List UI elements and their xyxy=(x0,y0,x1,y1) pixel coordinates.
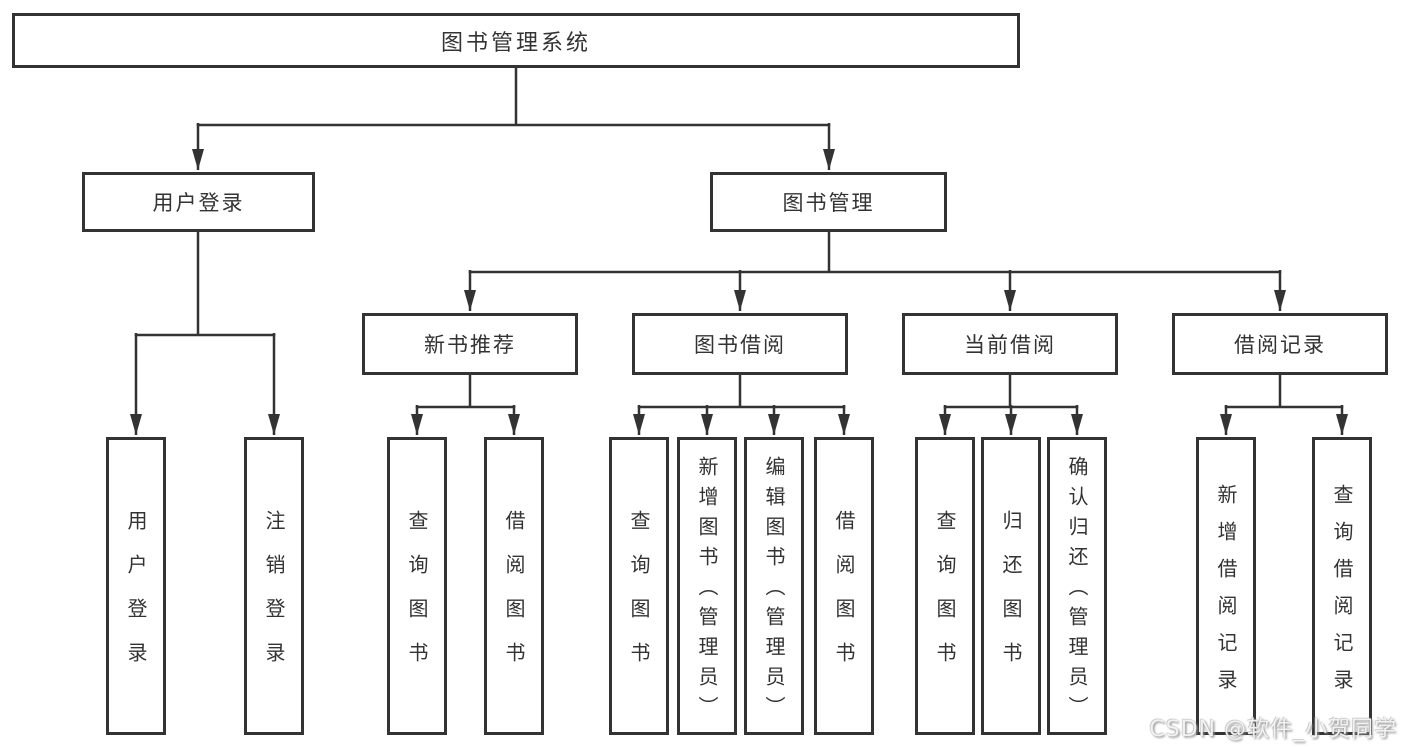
node-library-management-system: 图书管理系统 xyxy=(12,13,1020,68)
leaf-logout-label: 注销登录 xyxy=(262,510,286,686)
leaf-query-borrow-record-label: 查询借阅记录 xyxy=(1330,483,1354,706)
leaf-borrow-books-recommend-label: 借阅图书 xyxy=(502,510,526,686)
leaf-add-borrow-record: 新增借阅记录 xyxy=(1196,437,1256,735)
leaf-query-borrow-record: 查询借阅记录 xyxy=(1312,437,1372,735)
leaf-query-books-borrow: 查询图书 xyxy=(609,437,669,735)
leaf-query-books-current: 查询图书 xyxy=(915,437,975,735)
leaf-borrow-books-recommend: 借阅图书 xyxy=(484,437,544,735)
leaf-query-books-recommend: 查询图书 xyxy=(387,437,447,735)
leaf-return-book: 归还图书 xyxy=(981,437,1041,735)
leaf-add-borrow-record-label: 新增借阅记录 xyxy=(1214,483,1238,706)
node-new-book-recommendation: 新书推荐 xyxy=(362,313,578,375)
leaf-add-book-admin: 新增图书（管理员） xyxy=(677,437,737,735)
leaf-confirm-return-admin: 确认归还（管理员） xyxy=(1047,437,1107,735)
leaf-borrow-books: 借阅图书 xyxy=(814,437,874,735)
node-borrowing-records: 借阅记录 xyxy=(1172,313,1388,375)
leaf-query-books-current-label: 查询图书 xyxy=(933,510,957,686)
leaf-user-login: 用户登录 xyxy=(106,437,166,735)
leaf-query-books-recommend-label: 查询图书 xyxy=(405,510,429,686)
node-current-borrowing: 当前借阅 xyxy=(902,313,1118,375)
leaf-edit-book-admin-label: 编辑图书（管理员） xyxy=(762,456,786,726)
leaf-return-book-label: 归还图书 xyxy=(999,510,1023,686)
csdn-watermark: CSDN @软件_小贺同学 xyxy=(1149,717,1397,742)
leaf-query-books-borrow-label: 查询图书 xyxy=(627,510,651,686)
node-user-login: 用户登录 xyxy=(82,172,315,232)
leaf-logout: 注销登录 xyxy=(244,437,304,735)
leaf-borrow-books-label: 借阅图书 xyxy=(832,510,856,686)
leaf-user-login-label: 用户登录 xyxy=(124,510,148,686)
leaf-edit-book-admin: 编辑图书（管理员） xyxy=(744,437,804,735)
node-book-borrowing: 图书借阅 xyxy=(632,313,848,375)
leaf-confirm-return-admin-label: 确认归还（管理员） xyxy=(1065,456,1089,726)
leaf-add-book-admin-label: 新增图书（管理员） xyxy=(695,456,719,726)
node-book-management: 图书管理 xyxy=(710,172,947,232)
